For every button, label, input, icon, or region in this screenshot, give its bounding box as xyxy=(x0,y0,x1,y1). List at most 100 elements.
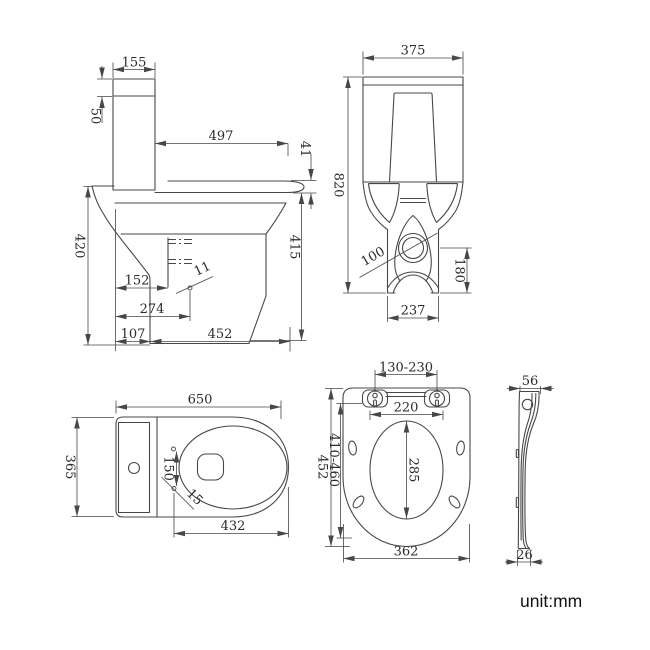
dim-label-profile-top-width: 56 xyxy=(522,374,539,389)
bowl-back xyxy=(91,185,151,345)
dim-label-front-overall-height: 820 xyxy=(331,173,346,198)
dim-label-seat-adjust-range: 410-460 xyxy=(326,433,341,487)
bumper-top-left xyxy=(348,440,357,456)
plan-view: 650 365 150 15 432 xyxy=(62,393,290,538)
hinge-profile xyxy=(521,398,534,411)
hinge-mount-left xyxy=(361,389,389,408)
dim-seat-362: 362 xyxy=(343,524,470,563)
dim-front-375: 375 xyxy=(362,44,464,75)
dim-label-trap-diameter: 100 xyxy=(359,244,388,269)
dim-label-overall-depth: 650 xyxy=(188,393,213,408)
dim-side-497: 497 xyxy=(155,129,289,156)
base-arch xyxy=(392,274,434,294)
dim-plan-365: 365 xyxy=(62,417,114,517)
dim-label-tank-top-depth: 155 xyxy=(122,56,147,71)
side-elevation-view: 155 50 497 41 420 415 xyxy=(72,56,317,352)
leader-plan-15: 15 xyxy=(161,476,206,510)
dim-label-hole-spacing: 150 xyxy=(161,456,176,481)
seat-hole-bottom xyxy=(171,486,177,491)
seat-profile-view: 56 26 xyxy=(505,374,554,566)
dim-side-420: 420 xyxy=(72,186,150,346)
dim-profile-26: 26 xyxy=(505,548,543,566)
dim-label-trap-offset: 274 xyxy=(140,302,165,317)
bumper-bottom-right xyxy=(448,495,461,509)
dim-label-base-depth: 452 xyxy=(208,327,233,342)
dim-side-50: 50 xyxy=(88,66,112,125)
dim-seat-410-460: 410-460 xyxy=(326,403,362,539)
dim-label-inlet-offset: 152 xyxy=(125,274,150,289)
dim-label-base-width: 237 xyxy=(401,304,426,319)
dim-label-lid-height: 50 xyxy=(88,108,103,125)
bumper-top-right xyxy=(456,440,465,456)
seat-profile-inner-2 xyxy=(520,392,533,541)
seat-profile-outline xyxy=(515,390,540,550)
hinge-pin-left xyxy=(372,392,378,399)
dim-label-seat-inner-length: 285 xyxy=(406,458,421,483)
dim-front-180: 180 xyxy=(440,247,472,294)
dim-label-overall-width: 365 xyxy=(62,455,77,480)
bumper-profile-2 xyxy=(515,496,520,509)
dim-profile-56: 56 xyxy=(507,374,554,394)
tank-front xyxy=(362,76,464,183)
dim-label-profile-bottom-width: 26 xyxy=(516,548,533,563)
dim-label-seat-overall-length: 452 xyxy=(315,455,330,480)
leader-side-11: 11 xyxy=(175,259,213,294)
trap-outlet-outer xyxy=(397,232,429,264)
center-lines xyxy=(168,239,192,264)
dim-seat-130-230: 130-230 xyxy=(374,361,438,392)
bumper-bottom-left xyxy=(352,495,365,509)
front-view-outline xyxy=(362,76,464,294)
dim-seat-285: 285 xyxy=(403,421,421,519)
seat-side xyxy=(154,180,305,194)
flush-recess xyxy=(388,92,438,183)
dim-side-452: 452 xyxy=(150,327,291,352)
seat-inner-oval xyxy=(369,420,444,520)
dim-seat-220: 220 xyxy=(369,401,444,420)
seat-hole-top xyxy=(171,446,176,452)
outlet-top xyxy=(196,453,225,481)
dim-label-outlet-height: 180 xyxy=(452,258,467,283)
hinge-mount-right xyxy=(423,389,451,408)
seat-outline xyxy=(342,387,471,548)
base-arch-inner xyxy=(386,271,440,289)
dim-side-41: 41 xyxy=(291,141,317,209)
side-view-outline xyxy=(91,78,305,345)
hinge-bar xyxy=(385,391,427,398)
dim-plan-650: 650 xyxy=(115,393,282,419)
dim-side-155: 155 xyxy=(112,56,156,78)
seat-profile-inner-1 xyxy=(522,392,537,549)
hinge-pin-right xyxy=(434,392,440,399)
flush-button xyxy=(127,461,141,475)
bowl-right-front xyxy=(437,181,464,294)
unit-note: unit:mm xyxy=(520,591,582,611)
seat-body xyxy=(342,387,471,548)
seat-top-view: 130-230 220 285 452 410-460 362 xyxy=(315,361,471,563)
dim-front-237: 237 xyxy=(387,296,439,322)
dim-label-overall-height: 420 xyxy=(72,234,87,259)
trap-outlet-inner xyxy=(401,236,425,260)
bowl-front xyxy=(248,202,287,345)
hinge-slot-left xyxy=(373,399,377,408)
seat-profile-body xyxy=(517,390,540,550)
plan-body xyxy=(115,416,290,518)
dim-side-107: 107 xyxy=(115,327,151,345)
hinge-slot-right xyxy=(435,399,439,408)
bumper-profile-1 xyxy=(515,448,520,459)
dim-label-tank-width: 375 xyxy=(401,44,426,59)
dim-label-seat-depth: 497 xyxy=(209,129,234,144)
tank-side xyxy=(112,78,156,191)
dim-label-seat-inner-width: 220 xyxy=(394,401,419,416)
rim-bridge xyxy=(399,197,427,204)
dim-label-back-clearance: 107 xyxy=(121,327,146,342)
tank-top-rect xyxy=(117,421,151,514)
dim-side-152: 152 xyxy=(115,209,168,351)
plan-outline xyxy=(115,416,290,518)
dim-plan-150: 150 xyxy=(161,451,180,486)
dim-seat-452: 452 xyxy=(315,388,350,547)
dim-label-rim-height: 415 xyxy=(287,235,302,260)
sump-shield xyxy=(394,214,432,282)
rim-wing-right xyxy=(426,183,459,224)
bowl-left-front xyxy=(362,181,389,294)
dim-plan-432: 432 xyxy=(173,487,289,538)
